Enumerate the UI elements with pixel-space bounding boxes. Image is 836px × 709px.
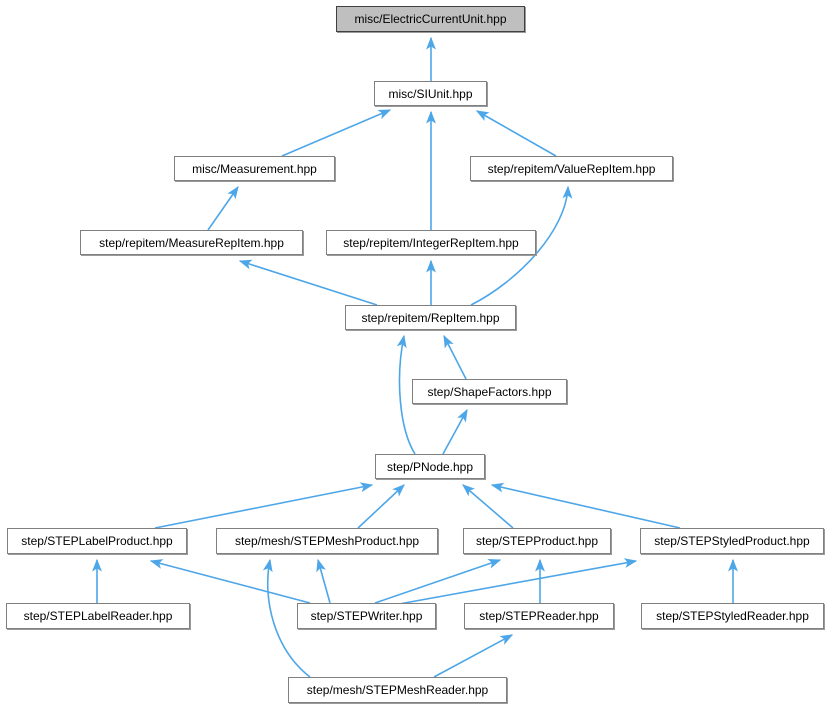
graph-node-label: step/repitem/RepItem.hpp [361,310,500,325]
graph-node-label: step/ShapeFactors.hpp [427,384,552,399]
graph-node-label: misc/SIUnit.hpp [388,86,473,101]
graph-node-steplabelproduct[interactable]: step/STEPLabelProduct.hpp [7,528,187,554]
dependency-edge [149,559,311,604]
graph-node-stepmeshproduct[interactable]: step/mesh/STEPMeshProduct.hpp [216,528,438,554]
dependency-edge [475,110,557,157]
graph-node-pnode[interactable]: step/PNode.hpp [375,454,485,479]
graph-node-label: step/mesh/STEPMeshReader.hpp [306,683,489,697]
graph-node-label: step/STEPStyledReader.hpp [656,609,809,623]
graph-node-stepstyledproduct[interactable]: step/STEPStyledProduct.hpp [640,528,824,554]
graph-node-measurerepitem[interactable]: step/repitem/MeasureRepItem.hpp [80,230,303,255]
graph-node-valuerepitem[interactable]: step/repitem/ValueRepItem.hpp [470,156,673,181]
dependency-edge [462,484,514,529]
graph-node-shapefactors[interactable]: step/ShapeFactors.hpp [412,379,567,404]
graph-node-label: step/PNode.hpp [386,459,474,474]
graph-node-label: step/repitem/ValueRepItem.hpp [487,161,656,176]
graph-node-label: step/STEPLabelReader.hpp [23,609,173,623]
dependency-edge [433,634,514,678]
dependency-edge [396,334,416,455]
dependency-edge [154,482,374,529]
graph-node-label: misc/Measurement.hpp [192,161,317,176]
graph-node-label: step/STEPLabelProduct.hpp [21,534,173,548]
dependency-edge [281,109,392,157]
graph-node-stepwriter[interactable]: step/STEPWriter.hpp [297,603,436,629]
graph-node-label: step/STEPWriter.hpp [310,609,423,623]
dependency-edge [374,559,502,604]
dependency-edge [262,558,311,678]
dependency-edge [207,185,239,231]
dependency-edge [316,558,331,604]
graph-node-electriccurrentunit[interactable]: misc/ElectricCurrentUnit.hpp [336,6,525,32]
edge-group [92,36,738,678]
dependency-edge [238,259,378,306]
graph-node-integerrepitem[interactable]: step/repitem/IntegerRepItem.hpp [326,230,536,255]
graph-node-label: step/repitem/MeasureRepItem.hpp [99,235,284,250]
dependency-edge [442,408,468,455]
graph-node-label: step/repitem/IntegerRepItem.hpp [343,235,519,250]
graph-node-label: misc/ElectricCurrentUnit.hpp [354,12,507,26]
dependency-edge [398,558,638,605]
graph-node-repitem[interactable]: step/repitem/RepItem.hpp [345,305,516,330]
graph-node-steplabelreader[interactable]: step/STEPLabelReader.hpp [6,603,190,629]
graph-node-stepmeshreader[interactable]: step/mesh/STEPMeshReader.hpp [288,677,507,703]
graph-node-label: step/STEPReader.hpp [479,609,599,623]
dependency-edge [357,484,405,529]
graph-node-label: step/STEPStyledProduct.hpp [654,534,810,548]
graph-node-stepproduct[interactable]: step/STEPProduct.hpp [463,528,611,554]
graph-node-label: step/mesh/STEPMeshProduct.hpp [234,534,420,548]
dependency-edge [470,185,573,306]
graph-node-stepstyledreader[interactable]: step/STEPStyledReader.hpp [641,603,824,629]
graph-node-measurement[interactable]: misc/Measurement.hpp [174,156,335,181]
dependency-edge [443,334,467,380]
dependency-edge [490,482,681,529]
graph-node-siunit[interactable]: misc/SIUnit.hpp [374,81,487,106]
graph-node-stepreader[interactable]: step/STEPReader.hpp [464,603,614,629]
graph-node-label: step/STEPProduct.hpp [475,534,599,548]
